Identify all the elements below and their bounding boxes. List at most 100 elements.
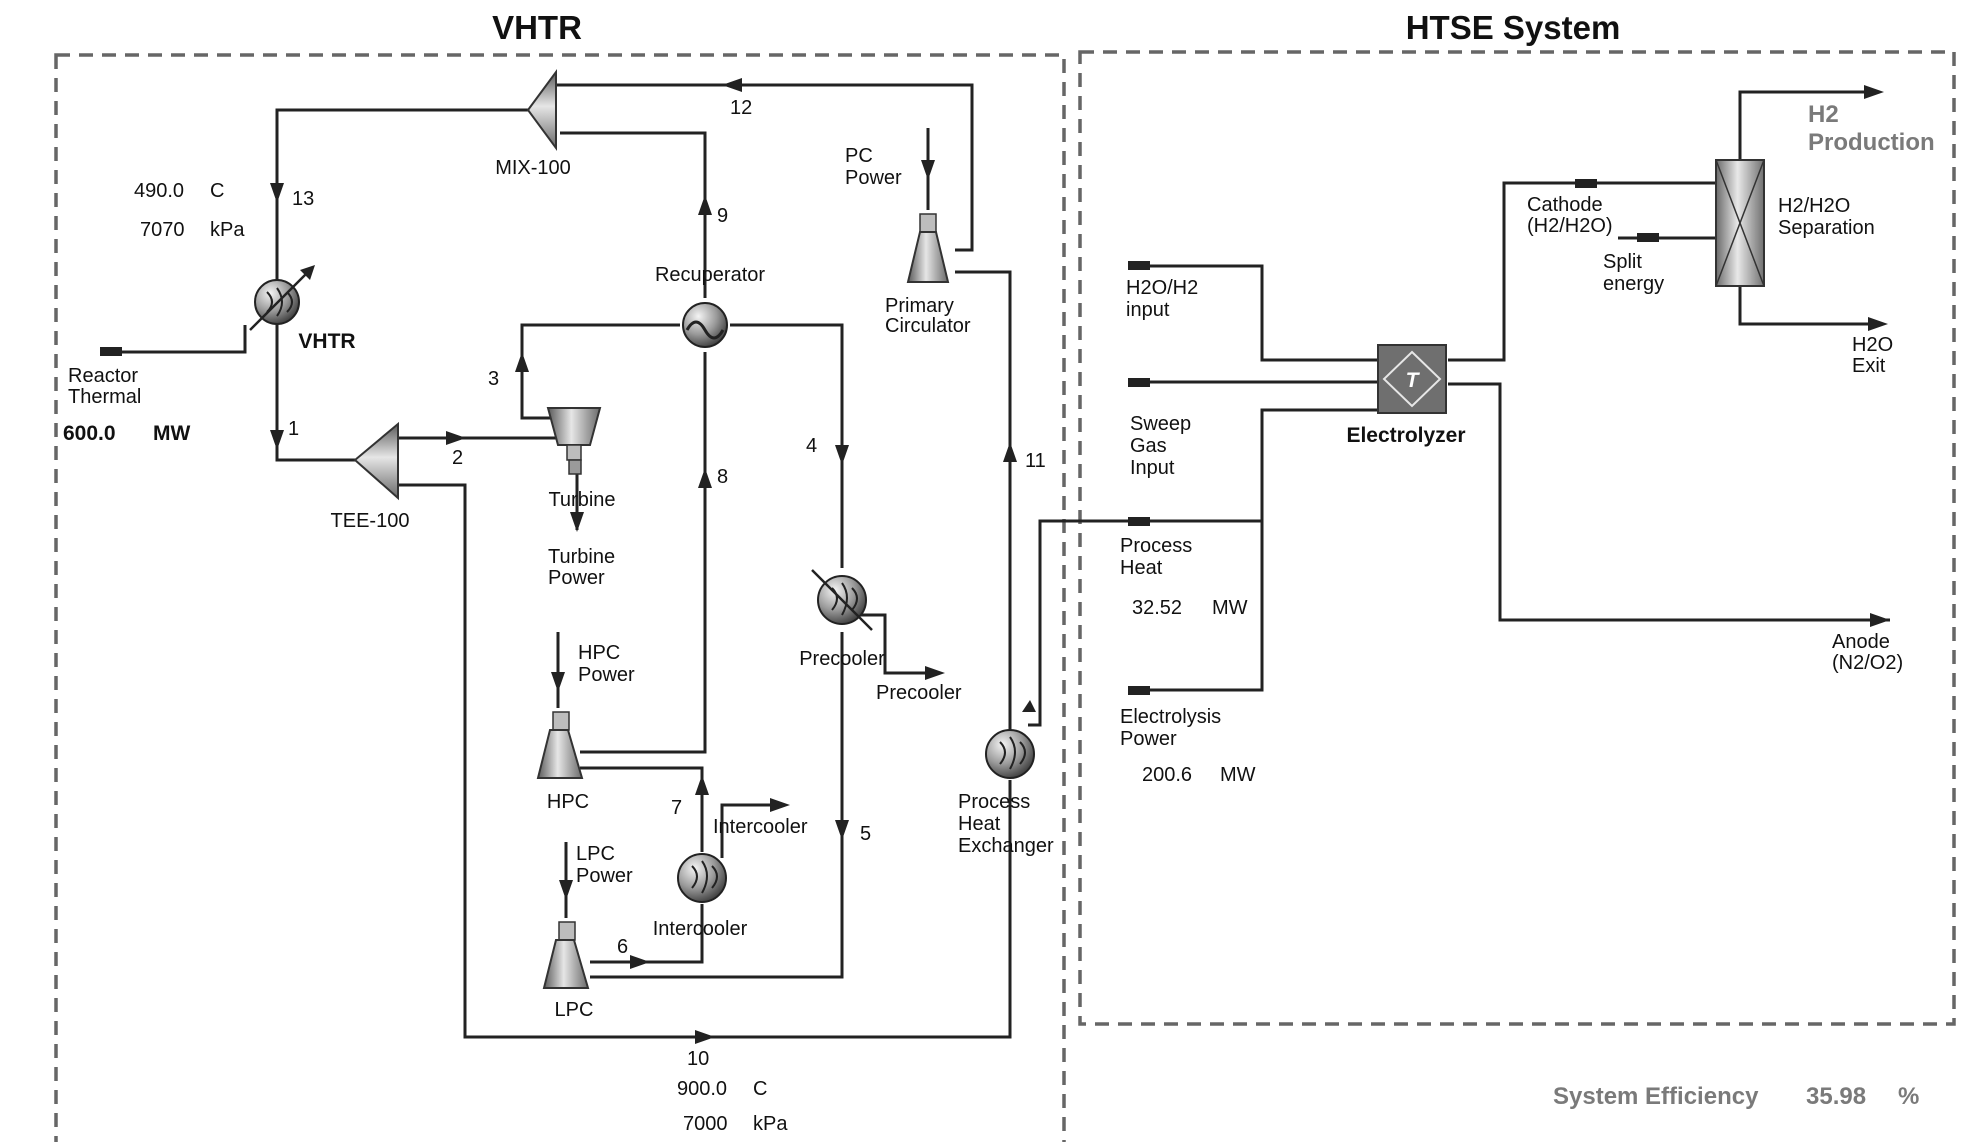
reactor-thermal-label-1: Reactor [68, 365, 138, 387]
primary-circulator-icon [906, 213, 950, 283]
hpc-power-label-1: HPC [578, 642, 620, 664]
stream-4: 4 [806, 435, 817, 457]
stream-13: 13 [292, 188, 314, 210]
vhtr-reactor-icon [249, 265, 315, 331]
vhtr-label: VHTR [298, 330, 355, 353]
t13-value: 490.0 [134, 180, 184, 202]
recuperator-label: Recuperator [655, 264, 765, 286]
process-heat-value: 32.52 [1132, 597, 1182, 619]
efficiency-label: System Efficiency [1553, 1083, 1759, 1110]
lpc-power-label-2: Power [576, 865, 633, 887]
pc-power-label-1: PC [845, 145, 873, 167]
cathode-label-1: Cathode [1527, 194, 1603, 216]
primary-circulator-label-2: Circulator [885, 315, 971, 337]
p10-unit: kPa [753, 1113, 788, 1135]
reactor-thermal-label-2: Thermal [68, 386, 141, 408]
anode-label-2: (N2/O2) [1832, 652, 1903, 674]
stream-12: 12 [730, 97, 752, 119]
sweep-gas-label-1: Sweep [1130, 413, 1191, 435]
hpc-power-label-2: Power [578, 664, 635, 686]
vhtr-title: VHTR [492, 9, 582, 46]
stream-7: 7 [671, 797, 682, 819]
t10-unit: C [753, 1078, 767, 1100]
hpc-icon [536, 711, 584, 779]
separation-label-1: H2/H2O [1778, 195, 1850, 217]
h2o-exit-label-1: H2O [1852, 334, 1893, 356]
intercooler-icon [677, 853, 727, 903]
split-energy-label-2: energy [1603, 273, 1664, 295]
tee-100-icon [353, 421, 399, 501]
lpc-icon [542, 921, 590, 989]
process-heat-label-2: Heat [1120, 557, 1163, 579]
htse-title: HTSE System [1406, 9, 1621, 46]
stream-11: 11 [1025, 450, 1046, 472]
reactor-thermal-value: 600.0 [63, 422, 116, 445]
anode-label-1: Anode [1832, 631, 1890, 653]
tee-100-label: TEE-100 [331, 510, 410, 532]
intercooler-label: Intercooler [653, 918, 748, 940]
electrolyzer-icon: T [1377, 344, 1447, 414]
svg-text:T: T [1406, 369, 1421, 392]
mix-100-label: MIX-100 [495, 157, 571, 179]
separation-column-icon [1715, 159, 1765, 287]
stream-10: 10 [687, 1048, 709, 1070]
electrolysis-value: 200.6 [1142, 764, 1192, 786]
primary-circulator-label-1: Primary [885, 295, 954, 317]
stream-5: 5 [860, 823, 871, 845]
lpc-power-label-1: LPC [576, 843, 615, 865]
electrolysis-power-label-1: Electrolysis [1120, 706, 1221, 728]
cathode-label-2: (H2/H2O) [1527, 215, 1613, 237]
turbine-icon [546, 407, 602, 475]
electrolysis-power-label-2: Power [1120, 728, 1177, 750]
mix-100-icon [526, 68, 557, 152]
separation-label-2: Separation [1778, 217, 1875, 239]
p10-value: 7000 [683, 1113, 728, 1135]
efficiency-unit: % [1898, 1083, 1919, 1110]
stream-2: 2 [452, 447, 463, 469]
process-hx-label-3: Exchanger [958, 835, 1054, 857]
process-hx-label-1: Process [958, 791, 1030, 813]
intercooler-out-label: Intercooler [713, 816, 808, 838]
stream-8: 8 [717, 466, 728, 488]
vhtr-system-box [54, 53, 1066, 1142]
sweep-gas-label-3: Input [1130, 457, 1175, 479]
precooler-icon [811, 569, 873, 631]
electrolysis-unit: MW [1220, 764, 1256, 786]
split-energy-label-1: Split [1603, 251, 1642, 273]
recuperator-icon [682, 302, 728, 348]
flow-arrows [100, 78, 1036, 1044]
htse-piping [1128, 85, 1890, 695]
t13-unit: C [210, 180, 224, 202]
h2o-h2-input-label-2: input [1126, 299, 1170, 321]
efficiency-value: 35.98 [1806, 1083, 1866, 1110]
turbine-power-label-1: Turbine [548, 546, 615, 568]
h2o-exit-label-2: Exit [1852, 355, 1886, 377]
process-hx-label-2: Heat [958, 813, 1001, 835]
pc-power-label-2: Power [845, 167, 902, 189]
p13-value: 7070 [140, 219, 185, 241]
hpc-label: HPC [547, 791, 589, 813]
turbine-power-label-2: Power [548, 567, 605, 589]
stream-3: 3 [488, 368, 499, 390]
h2-production-label-2: Production [1808, 129, 1935, 156]
h2-production-label-1: H2 [1808, 101, 1839, 128]
t10-value: 900.0 [677, 1078, 727, 1100]
precooler-label: Precooler [799, 648, 885, 670]
electrolyzer-label: Electrolyzer [1346, 424, 1465, 447]
stream-6: 6 [617, 936, 628, 958]
reactor-thermal-unit: MW [153, 422, 190, 445]
lpc-label: LPC [555, 999, 594, 1021]
turbine-label: Turbine [548, 489, 615, 511]
h2o-h2-input-label-1: H2O/H2 [1126, 277, 1198, 299]
p13-unit: kPa [210, 219, 245, 241]
precooler-out-label: Precooler [876, 682, 962, 704]
stream-1: 1 [288, 418, 299, 440]
process-heat-label-1: Process [1120, 535, 1192, 557]
htse-system-box [1078, 50, 1956, 1026]
process-heat-exchanger-icon [985, 729, 1035, 779]
stream-numbers: 1 2 3 4 5 6 7 8 9 10 11 12 13 [288, 97, 1046, 1070]
stream-9: 9 [717, 205, 728, 227]
vhtr-piping [100, 83, 1378, 1039]
sweep-gas-label-2: Gas [1130, 435, 1167, 457]
